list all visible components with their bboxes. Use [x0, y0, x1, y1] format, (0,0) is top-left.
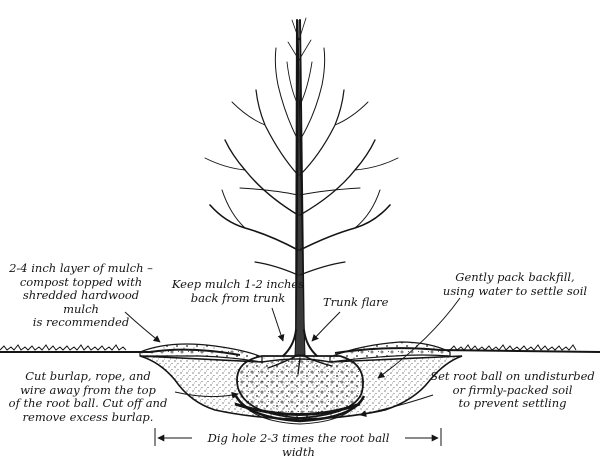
burlap-pointer [174, 391, 239, 399]
label-mulch-layer: 2-4 inch layer of mulch – compost topped… [9, 261, 153, 329]
label-backfill: Gently pack backfill, using water to set… [442, 270, 588, 298]
backfill-pointer [377, 297, 461, 379]
leader-lines [124, 297, 461, 418]
label-dig-hole: Dig hole 2-3 times the root ball width [207, 431, 390, 459]
keep-mulch-pointer [271, 307, 285, 342]
hole-width-dimension [154, 428, 442, 446]
trunk-flare-pointer [311, 311, 341, 342]
tree [204, 17, 399, 375]
label-trunk-flare: Trunk flare [323, 295, 389, 309]
label-root-ball-set: Set root ball on undisturbed or firmly-p… [430, 369, 595, 410]
label-keep-mulch: Keep mulch 1-2 inches back from trunk [171, 277, 305, 305]
root-ball [234, 355, 366, 425]
trunk-flare [282, 329, 318, 357]
label-burlap: Cut burlap, rope, and wire away from the… [8, 369, 168, 424]
root-ball-set-pointer [359, 394, 434, 418]
mulch-layer-pointer [124, 311, 161, 343]
